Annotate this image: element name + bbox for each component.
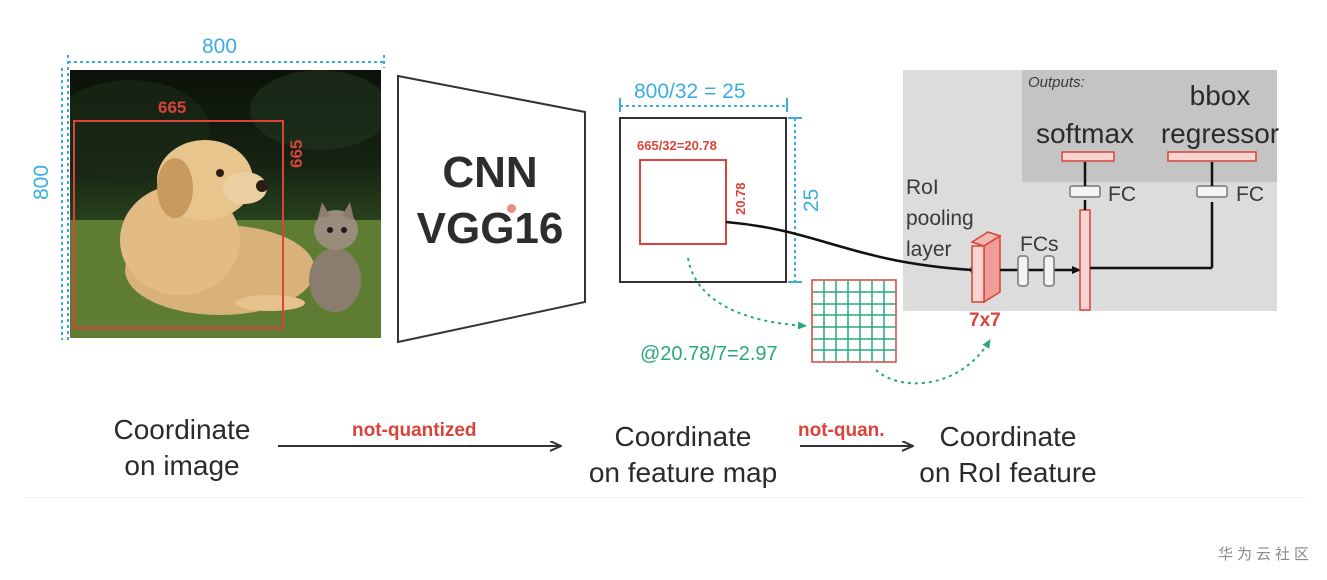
regressor-label: regressor	[1160, 118, 1280, 149]
fcs-box-2	[1043, 255, 1055, 287]
image-width-label: 800	[202, 35, 238, 58]
input-photo	[70, 70, 381, 338]
fmap-width-label: 800/32 = 25	[634, 80, 746, 103]
pipeline-step3-line2: on RoI feature	[919, 457, 1097, 488]
vgg16-label: VGG16	[416, 204, 564, 253]
bbox-label: bbox	[1189, 80, 1251, 111]
roi-width-label-fmap: 665/32=20.78	[637, 138, 717, 153]
grid-cell-label: @20.78/7=2.97	[640, 343, 778, 365]
green-arrow-to-grid	[687, 257, 807, 330]
bbox-output-bar	[1167, 151, 1257, 162]
pipeline-step2-line2: on feature map	[588, 457, 778, 488]
cursor-dot	[507, 204, 516, 213]
pipeline-step3-line1: Coordinate	[939, 421, 1077, 452]
pooling-grid	[811, 279, 897, 363]
puppy-kitten-image	[70, 70, 381, 338]
layer-label: layer	[906, 238, 952, 261]
fc-box-softmax	[1069, 185, 1101, 198]
pipeline-step1-line2: on image	[124, 450, 240, 481]
pipeline-step2-line1: Coordinate	[614, 421, 752, 452]
green-arrow-to-pooled	[875, 339, 991, 385]
pooling-label: pooling	[906, 207, 974, 230]
outputs-label: Outputs:	[1028, 74, 1085, 91]
fc-label-softmax: FC	[1108, 183, 1136, 206]
fc-label-bbox: FC	[1236, 183, 1264, 206]
roi-label: RoI	[906, 176, 939, 199]
softmax-output-bar	[1061, 151, 1115, 162]
outputs-panel	[1022, 70, 1277, 182]
roi-feature-vector	[1079, 209, 1091, 311]
roi-box-feature-map	[639, 159, 727, 245]
roi-width-label-image: 665	[158, 98, 187, 117]
pipeline-arrow1-label: not-quantized	[352, 420, 477, 441]
roi-to-pooling-line	[725, 220, 973, 272]
softmax-label: softmax	[1035, 118, 1135, 149]
fc-box-bbox	[1196, 185, 1228, 198]
pipeline-arrow2-label: not-quan.	[798, 420, 885, 441]
cnn-trapezoid	[397, 74, 586, 344]
feature-map-box	[619, 117, 787, 283]
grid-size-label: 7x7	[969, 310, 1001, 331]
watermark: 华为云社区	[1217, 546, 1313, 563]
fcs-box-1	[1017, 255, 1029, 287]
pooled-feature-block	[971, 245, 985, 303]
roi-box-image	[73, 120, 284, 329]
pipeline-step1-line1: Coordinate	[113, 414, 251, 445]
footer-divider	[25, 497, 1305, 498]
fcs-label: FCs	[1020, 233, 1059, 256]
cnn-label: CNN	[442, 148, 538, 197]
